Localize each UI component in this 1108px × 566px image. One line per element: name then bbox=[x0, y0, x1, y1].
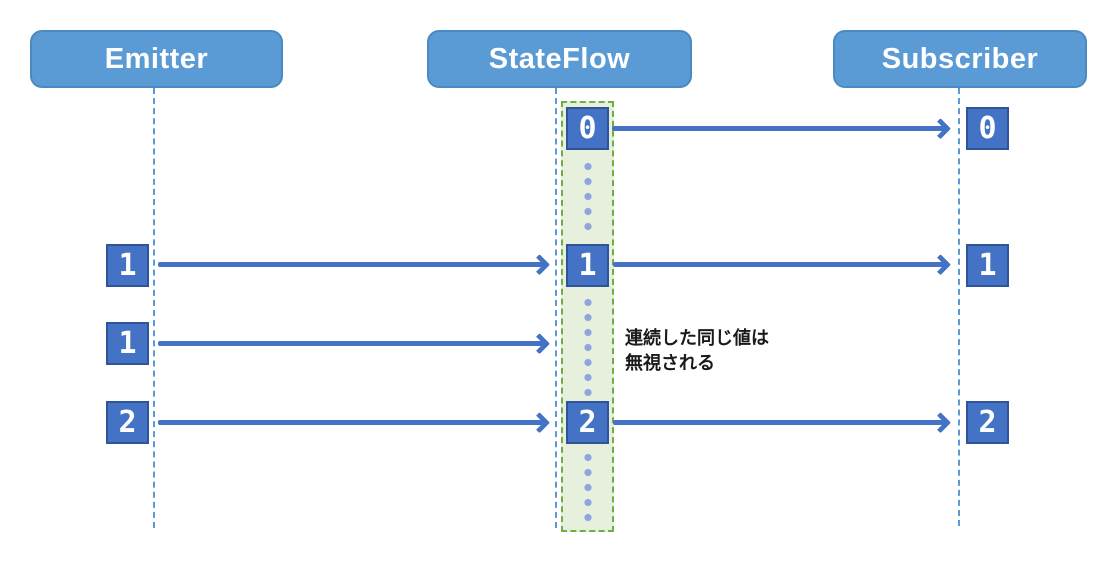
lifeline-subscriber bbox=[958, 88, 960, 526]
annotation-line-1: 連続した同じ値は bbox=[625, 328, 769, 348]
value-box-emitter-1: 1 bbox=[106, 244, 149, 287]
arrow-emitter-to-stateflow-1-ignored bbox=[158, 341, 543, 346]
arrow-stateflow-to-subscriber-0 bbox=[612, 126, 944, 131]
value-box-subscriber-1: 1 bbox=[966, 244, 1009, 287]
value-box-stateflow-0: 0 bbox=[566, 107, 609, 150]
value-box-subscriber-0: 0 bbox=[966, 107, 1009, 150]
value-box-stateflow-2: 2 bbox=[566, 401, 609, 444]
value-box-emitter-2: 2 bbox=[106, 401, 149, 444]
timeline-dots-segment bbox=[581, 447, 595, 529]
value-box-stateflow-1: 1 bbox=[566, 244, 609, 287]
actor-stateflow: StateFlow bbox=[427, 30, 692, 88]
lifeline-emitter bbox=[153, 88, 155, 528]
annotation-note: 連続した同じ値は 無視される bbox=[625, 326, 769, 376]
arrow-emitter-to-stateflow-2 bbox=[158, 420, 543, 425]
timeline-dots-segment bbox=[581, 156, 595, 232]
actor-subscriber: Subscriber bbox=[833, 30, 1087, 88]
arrow-stateflow-to-subscriber-1 bbox=[613, 262, 944, 267]
annotation-line-2: 無視される bbox=[625, 353, 715, 373]
timeline-dots-segment bbox=[581, 292, 595, 396]
actor-emitter: Emitter bbox=[30, 30, 283, 88]
lifeline-stateflow bbox=[555, 88, 557, 528]
arrow-emitter-to-stateflow-1 bbox=[158, 262, 543, 267]
arrow-stateflow-to-subscriber-2 bbox=[613, 420, 944, 425]
value-box-emitter-1-duplicate: 1 bbox=[106, 322, 149, 365]
value-box-subscriber-2: 2 bbox=[966, 401, 1009, 444]
